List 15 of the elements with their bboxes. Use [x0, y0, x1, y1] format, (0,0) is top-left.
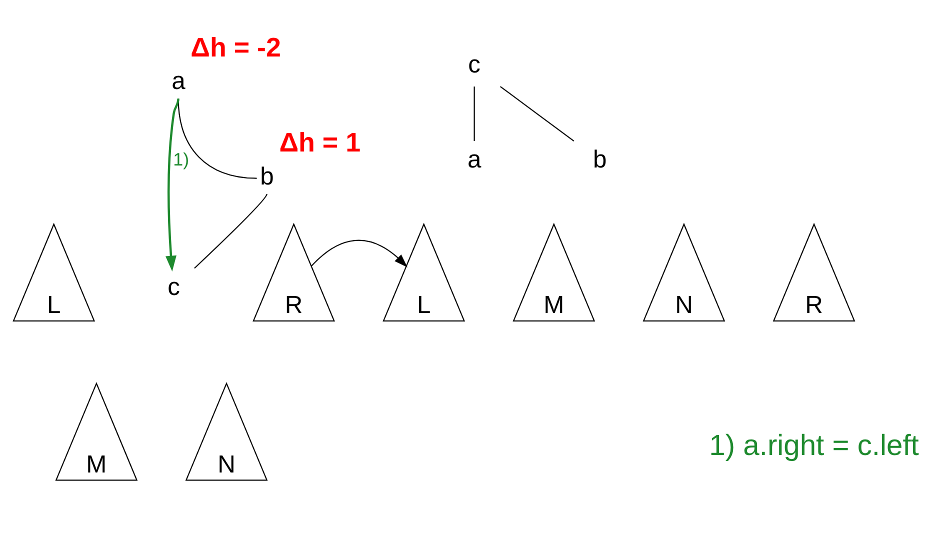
node-text: a — [466, 146, 481, 174]
arrow — [310, 240, 407, 268]
node-text: c — [167, 274, 180, 301]
node-text: b — [260, 164, 274, 191]
node-text: b — [592, 146, 606, 174]
connector — [500, 86, 574, 142]
connector — [194, 194, 267, 269]
edge-label: 1) — [172, 150, 189, 170]
node-label: Δh = -2 — [190, 32, 280, 62]
connector — [473, 86, 474, 142]
arrow — [165, 98, 179, 272]
node-text: a — [171, 68, 185, 96]
node-label: Δh = 1 — [278, 128, 360, 158]
label: 1) a.right = c.left — [708, 430, 918, 462]
node-text: c — [468, 51, 480, 78]
